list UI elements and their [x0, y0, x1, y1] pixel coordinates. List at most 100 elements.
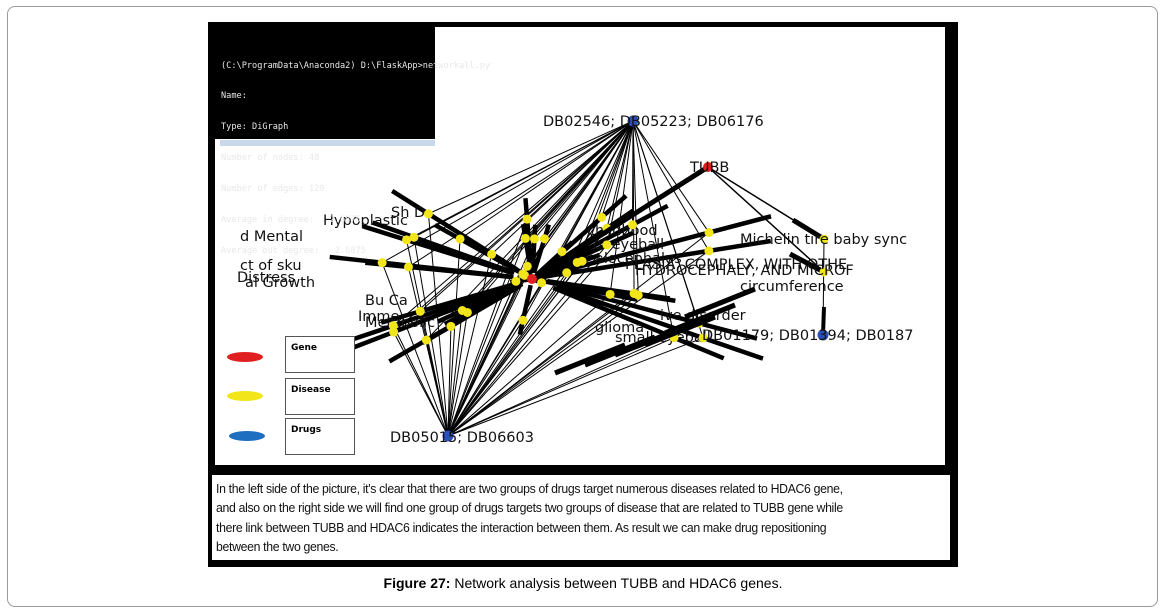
figure-description-box	[212, 475, 954, 560]
edge-drug-bottom	[447, 294, 639, 437]
edge-gene-disease	[684, 286, 756, 320]
edge-tubb-disease-thick	[791, 217, 826, 242]
gene-node-hdac6	[527, 274, 537, 284]
edge-gene-disease	[329, 254, 510, 279]
disease-label: of eyeball	[593, 237, 664, 253]
right-disease-label: HYDROCEPHALY, AND MICROF	[635, 263, 854, 279]
disease-node	[389, 327, 399, 337]
edge-gene-disease	[437, 281, 523, 324]
edge-drug-bottom	[447, 293, 611, 437]
disease-node	[409, 232, 419, 242]
edge-drug-bottom	[447, 219, 528, 437]
drug-label-top: DB02546; DB05223; DB06176	[543, 114, 764, 130]
disease-node	[557, 247, 567, 257]
disease-node	[629, 288, 639, 298]
disease-node	[539, 234, 549, 244]
edge-drug-top	[461, 120, 634, 311]
edge-drug-bottom	[447, 250, 710, 437]
disease-label: ct of sku	[240, 258, 302, 274]
disease-node	[518, 269, 528, 279]
console-line-command: (C:\ProgramData\Anaconda2) D:\FlaskApp>n…	[221, 60, 491, 71]
edge-drug-top	[459, 120, 634, 240]
disease-node	[522, 214, 532, 224]
disease-node	[819, 267, 829, 277]
edge-gene-disease	[556, 283, 758, 341]
edge-drug-bottom	[447, 272, 568, 437]
edge-drug-bottom	[447, 326, 452, 437]
legend-gene-swatch	[227, 352, 263, 362]
disease-label: glioma	[595, 320, 644, 336]
disease-label: Sh D	[391, 205, 425, 221]
disease-node	[704, 246, 714, 256]
disease-node	[529, 234, 539, 244]
edge-drug-bottom	[447, 312, 468, 437]
figure-number: Figure 27:	[383, 575, 451, 591]
edge-gene-disease	[531, 223, 551, 274]
disease-label: Hypoplastic	[323, 213, 408, 229]
legend-drugs-label-box: Drugs	[285, 418, 355, 455]
disease-node	[403, 262, 413, 272]
legend-disease-label-box: Disease	[285, 378, 355, 415]
edge-drug-bottom	[447, 266, 528, 437]
edge-gene-disease	[371, 220, 516, 275]
edge-drug-bottom	[419, 311, 449, 437]
legend-gene-label: Gene	[291, 343, 318, 353]
disease-node	[520, 233, 530, 243]
figure-description: In the left side of the picture, it's cl…	[216, 481, 843, 554]
gene-node-tubb	[703, 162, 713, 172]
legend-gene-label-box: Gene	[285, 336, 355, 373]
disease-node	[605, 289, 615, 299]
edge-gene-disease	[557, 214, 772, 275]
edge-drug-bottom	[427, 213, 449, 437]
edge-drug-top	[413, 120, 634, 238]
disease-node	[455, 234, 465, 244]
console-line-nodes: Number of nodes: 48	[221, 153, 320, 164]
edge-drug-bottom	[393, 331, 449, 437]
edge-gene-disease	[538, 252, 601, 279]
disease-node	[537, 278, 547, 288]
disease-node	[562, 268, 572, 278]
console-scrollbar	[220, 140, 435, 146]
disease-label: d Mental	[240, 229, 303, 245]
edge-drug-top	[632, 120, 639, 296]
disease-label: Metabolic	[365, 315, 435, 331]
disease-node	[597, 212, 607, 222]
edge-gene-disease	[584, 334, 656, 368]
edge-drug-top	[467, 120, 634, 313]
legend-drugs-swatch	[229, 431, 265, 441]
disease-node	[446, 321, 456, 331]
edge-gene-disease	[554, 342, 626, 376]
console-output: (C:\ProgramData\Anaconda2) D:\FlaskApp>n…	[215, 27, 491, 256]
edge-gene-disease	[380, 281, 516, 325]
right-disease-label: PLASIA, COMPLEX, WITH OTHE	[625, 257, 847, 273]
console-line-edges: Number of edges: 129	[221, 184, 325, 195]
edge-drug-top	[534, 120, 634, 240]
edge-drug-bottom	[447, 254, 493, 437]
edge-drug-bottom	[447, 319, 524, 437]
drug-label-right: DB01179; DB01394; DB0187	[702, 328, 913, 344]
edge-gene-disease	[552, 285, 725, 361]
edge-gene-disease	[556, 285, 764, 361]
disease-node	[402, 235, 412, 245]
legend-drugs-label: Drugs	[291, 425, 322, 435]
legend-disease-swatch	[227, 391, 263, 401]
legend-disease-label: Disease	[291, 385, 331, 395]
drug-node-bottom	[442, 430, 454, 442]
edge-drug-top	[428, 120, 634, 215]
disease-node	[577, 256, 587, 266]
edge-drug-bottom	[381, 262, 449, 437]
edge-drug-bottom	[447, 337, 704, 437]
console-line-avg-in: Average in degree: 2.6875	[221, 215, 361, 226]
edge-drug-top	[526, 120, 634, 220]
edge-drug-top	[601, 120, 634, 218]
drug-node-top	[627, 115, 639, 127]
disease-label: alocephalus	[595, 251, 682, 267]
edge-drug-top	[392, 120, 634, 327]
disease-node	[423, 209, 433, 219]
edge-gene-disease	[558, 238, 772, 278]
disease-node	[819, 234, 829, 244]
disease-node	[377, 258, 387, 268]
drug-node-right	[817, 329, 829, 341]
edge-drug-bottom	[447, 293, 635, 437]
figure-caption-text: Network analysis between TUBB and HDAC6 …	[450, 575, 783, 591]
